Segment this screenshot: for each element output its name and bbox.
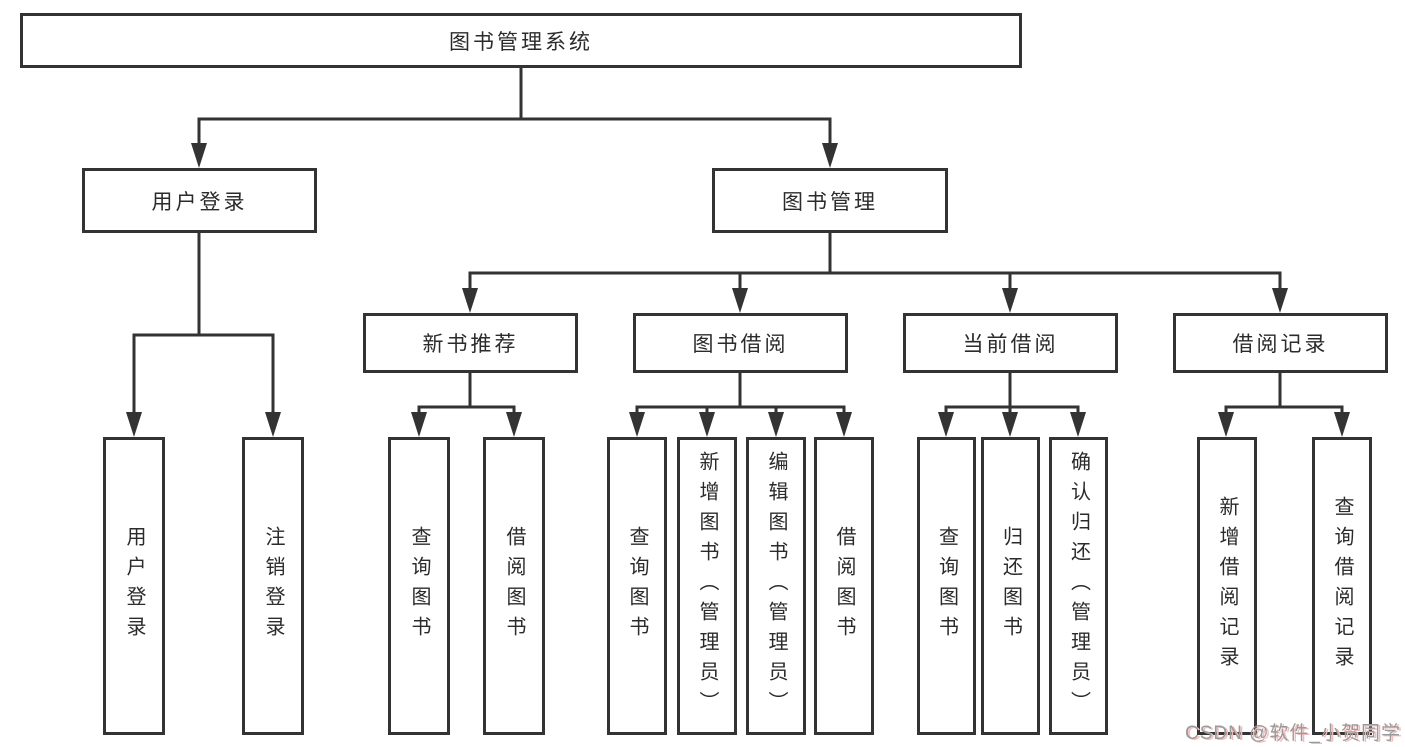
leaf-borrow-books-label: 借阅图书 xyxy=(833,526,855,646)
node-borrow-records: 借阅记录 xyxy=(1173,313,1388,373)
leaf-borrow-books: 借阅图书 xyxy=(814,437,874,735)
node-root-label: 图书管理系统 xyxy=(449,30,593,54)
leaf-user-login-label: 用户登录 xyxy=(123,526,145,646)
leaf-add-borrow-record: 新增借阅记录 xyxy=(1197,437,1257,735)
node-new-book-recommend-label: 新书推荐 xyxy=(422,333,519,356)
leaf-query-borrow-record: 查询借阅记录 xyxy=(1312,437,1372,735)
arrowheads xyxy=(126,143,1350,437)
leaf-current-query-books: 查询图书 xyxy=(917,437,976,735)
leaf-logout-label: 注销登录 xyxy=(262,526,284,646)
leaf-logout: 注销登录 xyxy=(242,437,304,735)
node-current-borrow: 当前借阅 xyxy=(903,313,1118,373)
leaf-recommend-borrow-books: 借阅图书 xyxy=(483,437,545,735)
node-root: 图书管理系统 xyxy=(20,13,1022,68)
leaf-return-books: 归还图书 xyxy=(981,437,1040,735)
node-user-login-label: 用户登录 xyxy=(151,190,248,214)
node-user-login: 用户登录 xyxy=(82,168,317,233)
node-book-manage-label: 图书管理 xyxy=(782,190,878,214)
node-book-borrow-label: 图书借阅 xyxy=(692,333,789,356)
leaf-current-query-books-label: 查询图书 xyxy=(935,526,958,646)
node-current-borrow-label: 当前借阅 xyxy=(962,333,1059,356)
node-borrow-records-label: 借阅记录 xyxy=(1232,333,1329,356)
leaf-recommend-borrow-books-label: 借阅图书 xyxy=(503,526,525,646)
leaf-confirm-return-admin-label: 确认归还（管理员） xyxy=(1067,451,1090,721)
node-book-borrow: 图书借阅 xyxy=(633,313,848,373)
leaf-edit-books-admin: 编辑图书（管理员） xyxy=(746,437,806,735)
leaf-add-books-admin: 新增图书（管理员） xyxy=(677,437,737,735)
leaf-edit-books-admin-label: 编辑图书（管理员） xyxy=(765,451,787,721)
csdn-watermark: CSDN @软件_小贺同学 xyxy=(1185,723,1401,744)
leaf-recommend-query-books-label: 查询图书 xyxy=(408,526,430,646)
leaf-confirm-return-admin: 确认归还（管理员） xyxy=(1049,437,1108,735)
leaf-borrow-query-books: 查询图书 xyxy=(607,437,667,735)
node-book-manage: 图书管理 xyxy=(712,168,948,233)
leaf-add-borrow-record-label: 新增借阅记录 xyxy=(1216,496,1238,676)
leaf-recommend-query-books: 查询图书 xyxy=(388,437,450,735)
leaf-return-books-label: 归还图书 xyxy=(999,526,1022,646)
node-new-book-recommend: 新书推荐 xyxy=(363,313,578,373)
leaf-query-borrow-record-label: 查询借阅记录 xyxy=(1331,496,1353,676)
leaf-add-books-admin-label: 新增图书（管理员） xyxy=(696,451,718,721)
leaf-borrow-query-books-label: 查询图书 xyxy=(626,526,648,646)
leaf-user-login: 用户登录 xyxy=(103,437,165,735)
